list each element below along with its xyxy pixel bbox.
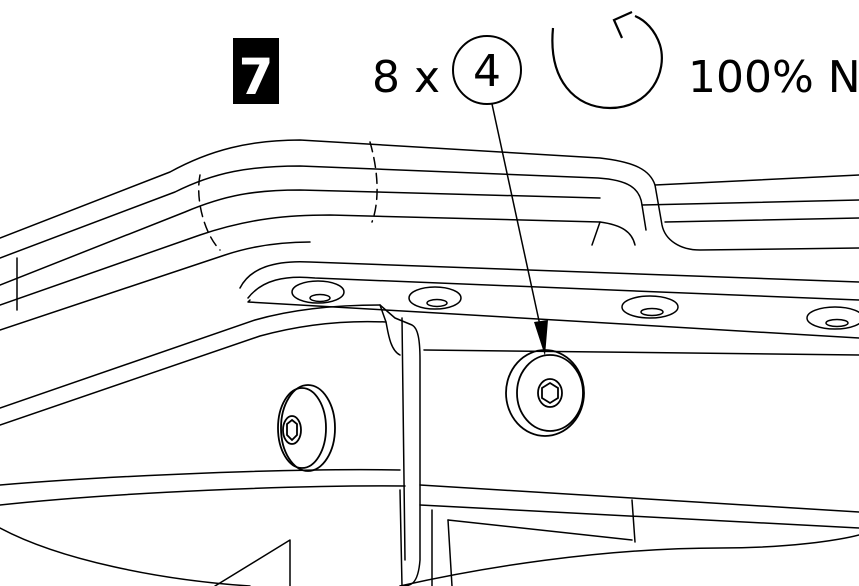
frame-drawing [0, 139, 859, 586]
flange-hole [408, 286, 462, 310]
torque-label: 100% N.m [688, 52, 859, 103]
flange-holes [291, 280, 859, 330]
part-number: 4 [473, 46, 501, 97]
socket-head-bolt-icon [505, 349, 585, 437]
step-badge-icon [233, 38, 279, 104]
flange-hole [621, 295, 679, 319]
quantity-label: 8 x [372, 52, 440, 103]
clockwise-rotation-arrow-icon [551, 10, 663, 110]
flange-hole [291, 280, 345, 304]
leader-arrow-icon [491, 103, 548, 356]
part-callout-circle-icon [452, 35, 522, 105]
step-header: 7 8 x 4 100% N.m [233, 10, 859, 110]
flange-hole [806, 306, 859, 330]
step-number: 7 [239, 48, 274, 106]
socket-head-bolt-icon [277, 384, 336, 472]
